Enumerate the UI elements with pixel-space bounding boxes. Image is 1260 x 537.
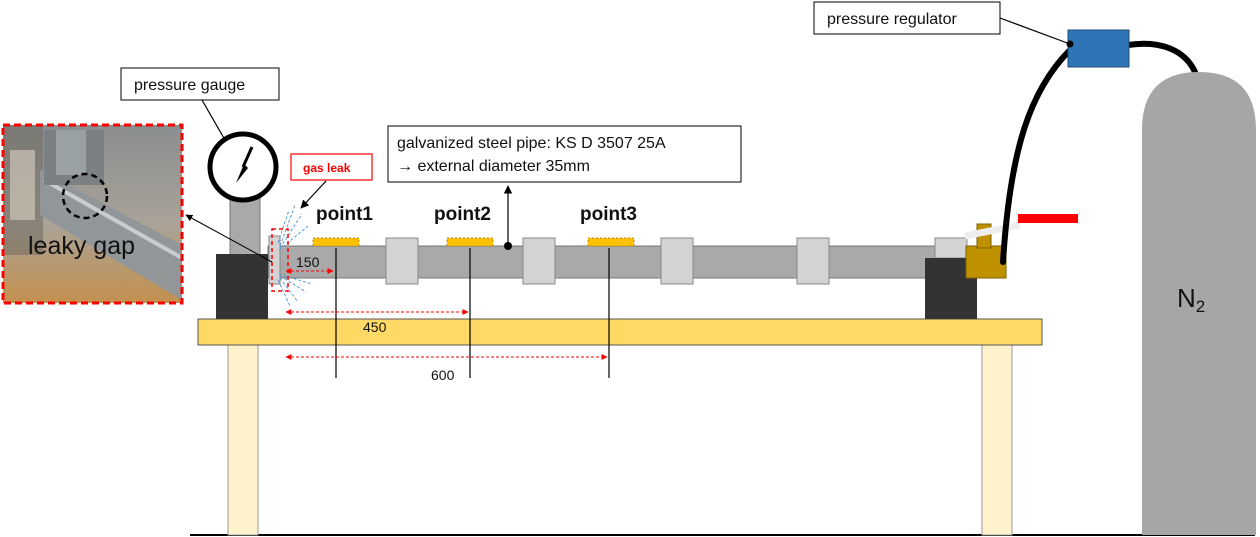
pressure-regulator [1067,29,1130,68]
gas-hose [1125,40,1198,75]
support-block-left [216,254,268,319]
callout-box-pressure-gauge [120,67,280,101]
pipe-coupling [385,237,419,285]
leak-spray-icon [277,204,313,307]
leaky-gap-highlight [61,172,109,220]
valve-icon [964,214,1078,279]
pipe-coupling [660,237,694,285]
pipe-assembly [267,235,969,285]
label-pressure-gauge: pressure gauge [134,77,245,94]
gas-hose [1000,47,1073,265]
table-leg-left [227,344,259,536]
label-point1: point1 [316,204,373,225]
leak-marker-box [271,228,289,292]
label-gas-leak: gas leak [303,161,351,175]
table [197,318,1043,536]
label-point3: point3 [580,204,637,225]
pipe-coupling [522,237,556,285]
leaky-gap-photo: leaky gap [1,123,184,305]
callout-line-regulator [999,17,1071,45]
callout-box-gas-leak [290,153,373,181]
gas-cylinder-icon: N2 [1142,72,1256,535]
callout-line-gauge [201,99,226,141]
valve-handle [1018,214,1078,223]
callout-box-pipe [387,125,742,183]
label-leaky-gap: leaky gap [28,232,135,260]
label-pipe-spec: galvanized steel pipe: KS D 3507 25A [397,135,666,152]
dimension-label-600: 600 [431,367,455,383]
cylinder-label: N2 [1177,283,1205,316]
table-leg-right [981,344,1013,536]
gauge-stem [229,194,261,256]
pressure-gauge-icon [207,131,279,203]
callout-box-pressure-regulator [813,1,1001,35]
leak-joint-flange [268,235,281,285]
callout-line-photo [185,214,273,263]
sensor-pad-point2 [446,237,494,247]
pipe-coupling [934,237,968,259]
sensor-pad-point3 [587,237,635,247]
label-pressure-regulator: pressure regulator [827,11,958,28]
table-top [197,318,1043,346]
sensor-pad-point1 [312,237,360,247]
dimension-label-150: 150 [296,254,320,270]
label-point2: point2 [434,204,491,225]
steel-pipe [267,245,969,279]
pipe-coupling [796,237,830,285]
label-pipe-diameter: → external diameter 35mm [397,158,590,175]
callout-line-gas-leak [300,180,327,209]
dimension-label-450: 450 [363,319,387,335]
